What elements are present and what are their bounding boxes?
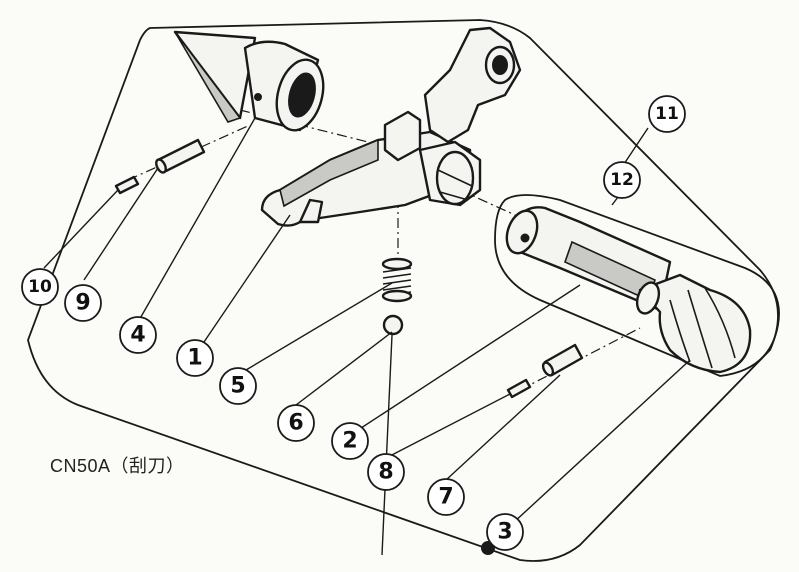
subassembly-boundary-12 <box>494 194 780 377</box>
part-2-shaft <box>505 206 672 312</box>
model-label: CN50A（刮刀） <box>50 456 185 476</box>
callout-11: 11 <box>648 95 686 133</box>
callout-2: 2 <box>331 422 369 460</box>
part-7-sleeve-pin <box>541 343 584 377</box>
part-3-knob <box>635 273 752 374</box>
part-10-small-pin <box>114 175 140 195</box>
part-4-blade-holder <box>173 30 325 132</box>
callout-6: 6 <box>277 404 315 442</box>
callout-1: 1 <box>176 339 214 377</box>
assembly-boundary <box>27 19 779 562</box>
svg-text:5: 5 <box>230 374 245 399</box>
svg-text:2: 2 <box>342 429 357 454</box>
callout-10: 10 <box>21 268 59 306</box>
svg-text:1: 1 <box>187 346 202 371</box>
leader-lines <box>43 117 691 556</box>
callout-4: 4 <box>119 316 157 354</box>
svg-text:9: 9 <box>75 291 90 316</box>
callout-12: 12 <box>603 161 641 199</box>
callout-3: 3 <box>486 513 524 551</box>
svg-text:11: 11 <box>655 104 679 124</box>
svg-text:6: 6 <box>288 411 303 436</box>
part-9-sleeve-pin <box>155 138 206 174</box>
part-8-small-pin <box>506 378 532 399</box>
part-5-spring <box>381 257 413 303</box>
svg-text:12: 12 <box>610 170 634 190</box>
callout-8: 8 <box>367 453 405 491</box>
svg-text:3: 3 <box>497 520 512 545</box>
callout-7: 7 <box>427 478 465 516</box>
svg-text:8: 8 <box>378 460 393 485</box>
callout-9: 9 <box>64 284 102 322</box>
svg-text:7: 7 <box>438 485 453 510</box>
part-1-main-frame <box>260 26 522 227</box>
svg-text:4: 4 <box>130 323 145 348</box>
svg-text:10: 10 <box>28 277 52 297</box>
callout-5: 5 <box>219 367 257 405</box>
part-6-ball <box>382 314 404 336</box>
